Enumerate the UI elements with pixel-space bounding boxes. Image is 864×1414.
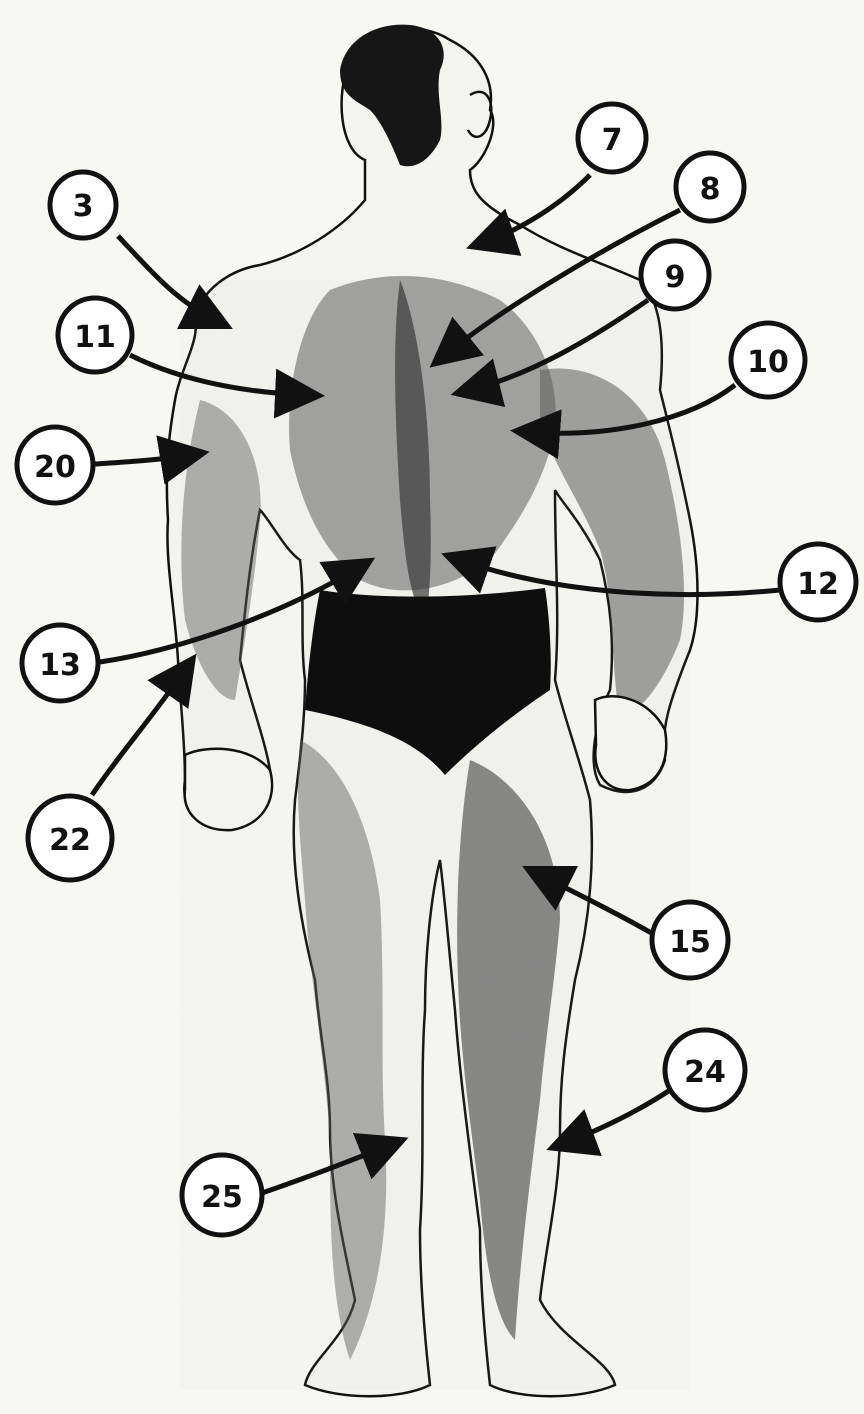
left-fist xyxy=(185,749,272,830)
callout-label-11: 11 xyxy=(74,320,116,355)
callout-label-9: 9 xyxy=(665,260,686,295)
callout-20: 20 xyxy=(17,427,190,503)
callout-label-13: 13 xyxy=(39,648,81,683)
callout-label-12: 12 xyxy=(797,567,839,602)
callout-label-25: 25 xyxy=(201,1180,243,1215)
callout-arrow-22 xyxy=(92,670,185,795)
callout-label-8: 8 xyxy=(700,172,721,207)
callout-label-10: 10 xyxy=(747,345,789,380)
callout-label-24: 24 xyxy=(684,1055,726,1090)
callout-label-22: 22 xyxy=(49,823,91,858)
callout-label-15: 15 xyxy=(669,925,711,960)
callout-label-3: 3 xyxy=(73,189,94,224)
callout-label-20: 20 xyxy=(34,450,76,485)
callout-label-7: 7 xyxy=(602,123,623,158)
